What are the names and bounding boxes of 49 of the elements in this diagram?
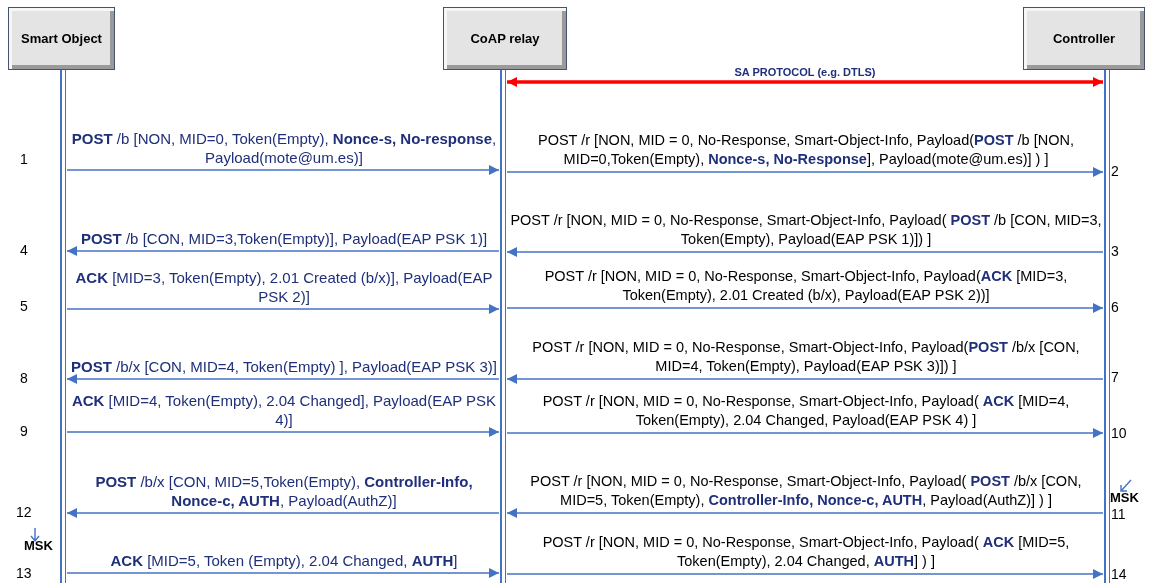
edge-label: POST /r [NON, MID = 0, No-Response, Smart-Object-Info, Payload( ACK [MID=4, Token(Empty), 2.04 Changed, Payload(EAP PSK 4) ] [541, 392, 1071, 430]
step-number: 4 [20, 241, 28, 259]
edge-label: POST /b/x [CON, MID=5,Token(Empty), Controller-Info, Nonce-c, AUTH, Payload(AuthZ)] [94, 472, 474, 510]
step-number: 6 [1111, 298, 1119, 316]
message-arrow [506, 428, 1104, 438]
message-arrow [66, 568, 500, 578]
message-arrow [506, 303, 1104, 313]
message-arrow [506, 167, 1104, 177]
edge-label: POST /r [NON, MID = 0, No-Response, Smart-Object-Info, Payload(ACK [MID=3, Token(Empty), 2.01 Created (b/x), Payload(EAP PSK 2))] [543, 267, 1069, 305]
participant-box: Smart Object [8, 7, 115, 70]
edge-label: POST /r [NON, MID = 0, No-Response, Smart-Object-Info, Payload( ACK [MID=5, Token(Empty), 2.04 Changed, AUTH] ) ] [541, 533, 1071, 571]
step-number: 1 [20, 150, 28, 168]
step-number: 9 [20, 422, 28, 440]
message-arrow [506, 569, 1104, 579]
message-arrow [506, 508, 1104, 518]
participant-box: CoAP relay [443, 7, 567, 70]
message-arrow [506, 247, 1104, 257]
edge-label: POST /b/x [CON, MID=4, Token(Empty) ], Payload(EAP PSK 3)] [70, 357, 498, 376]
key-label: MSK [24, 537, 53, 555]
edge-label: POST /b [NON, MID=0, Token(Empty), Nonce-s, No-response, Payload(mote@um.es)] [70, 129, 498, 167]
edge-label: POST /r [NON, MID = 0, No-Response, Smart-Object-Info, Payload( POST /b [CON, MID=3, Token(Empty), Payload(EAP PSK 1)]) ] [509, 211, 1103, 249]
edge-label: ACK [MID=5, Token (Empty), 2.04 Changed, AUTH] [109, 551, 459, 570]
step-number: 7 [1111, 368, 1119, 386]
step-number: 12 [16, 503, 32, 521]
step-number: 13 [16, 564, 32, 582]
edge-label: ACK [MID=3, Token(Empty), 2.01 Created (b/x)], Payload(EAP PSK 2)] [74, 268, 494, 306]
message-arrow [66, 246, 500, 256]
edge-label: POST /b [CON, MID=3,Token(Empty)], Payload(EAP PSK 1)] [79, 229, 489, 248]
step-number: 11 [1111, 505, 1126, 523]
message-arrow [506, 374, 1104, 384]
edge-label: POST /r [NON, MID = 0, No-Response, Smart-Object-Info, Payload(POST /b/x [CON, MID=4, Token(Empty), Payload(EAP PSK 3)]) ] [531, 338, 1081, 376]
message-arrow [66, 374, 500, 384]
step-number: 2 [1111, 162, 1119, 180]
message-arrow [66, 304, 500, 314]
step-number: 14 [1111, 565, 1127, 583]
message-arrow [507, 77, 1103, 87]
edge-label: ACK [MID=4, Token(Empty), 2.04 Changed], Payload(EAP PSK 4)] [70, 391, 498, 429]
step-number: 5 [20, 297, 28, 315]
message-arrow [66, 427, 500, 437]
edge-label: SA PROTOCOL (e.g. DTLS) [733, 66, 877, 79]
step-number: 8 [20, 369, 28, 387]
key-label: MSK [1110, 489, 1139, 507]
message-arrow [66, 165, 500, 175]
step-number: 10 [1111, 424, 1127, 442]
edge-label: POST /r [NON, MID = 0, No-Response, Smart-Object-Info, Payload(POST /b [NON, MID=0,Token(Empty), Nonce-s, No-Response], Payload(mote@um.es)] ) ] [537, 131, 1075, 169]
edge-label: POST /r [NON, MID = 0, No-Response, Smart-Object-Info, Payload( POST /b/x [CON, MID=5, Token(Empty), Controller-Info, Nonce-c, AUTH, Payload(AuthZ)] ) ] [529, 472, 1083, 510]
step-number: 3 [1111, 242, 1119, 260]
message-arrow [66, 508, 500, 518]
participant-box: Controller [1023, 7, 1145, 70]
